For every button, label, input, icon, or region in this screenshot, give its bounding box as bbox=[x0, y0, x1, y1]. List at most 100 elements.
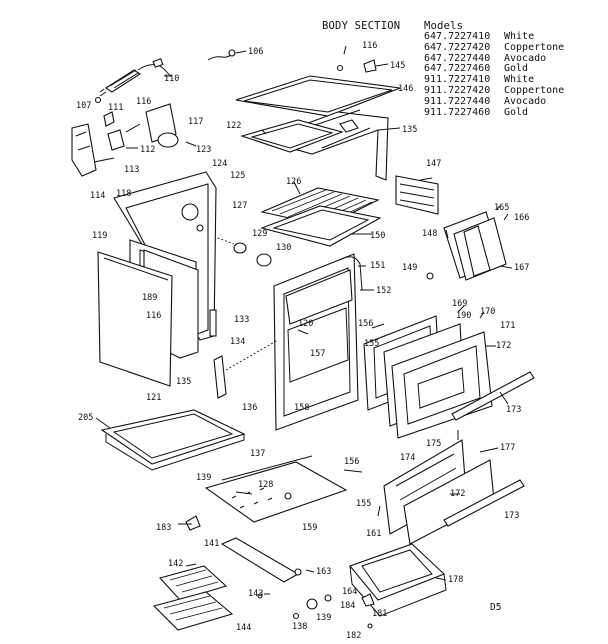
callout-label: 158 bbox=[294, 403, 309, 413]
callout-label: 164 bbox=[342, 587, 357, 597]
callout-label: 123 bbox=[196, 145, 211, 155]
model-color: White bbox=[504, 74, 535, 86]
part-knob bbox=[426, 272, 434, 280]
callout-label: 124 bbox=[212, 159, 227, 169]
section-title: BODY SECTION bbox=[322, 20, 401, 32]
callout-label: 181 bbox=[372, 609, 387, 619]
callout-label: 144 bbox=[236, 623, 251, 633]
part-wire-clip bbox=[207, 49, 236, 61]
model-number: 911.7227420 bbox=[424, 84, 491, 96]
callout-label: 148 bbox=[422, 229, 437, 239]
callout-label: 141 bbox=[204, 539, 219, 549]
callout-label: 175 bbox=[426, 439, 441, 449]
callout-label: 155 bbox=[356, 499, 371, 509]
callout-label: 171 bbox=[500, 321, 515, 331]
callout-label: 170 bbox=[480, 307, 495, 317]
model-number: 647.7227440 bbox=[424, 52, 491, 64]
part-control-panel bbox=[443, 211, 507, 281]
callout-label: 163 bbox=[316, 567, 331, 577]
part-door-hinge bbox=[213, 339, 279, 399]
callout-label: 190 bbox=[456, 311, 471, 321]
callout-label: 167 bbox=[514, 263, 529, 273]
callout-label: 156 bbox=[358, 319, 373, 329]
callout-label: 173 bbox=[504, 511, 519, 521]
callout-labels: 106 116 145 146 110 107 111 116 117 112 … bbox=[76, 41, 529, 641]
callout-label: 178 bbox=[448, 575, 463, 585]
part-roller bbox=[306, 593, 375, 629]
callout-label: 182 bbox=[346, 631, 361, 641]
model-color: Coppertone bbox=[504, 41, 565, 53]
callout-label: 112 bbox=[140, 145, 155, 155]
model-number: 911.7227460 bbox=[424, 106, 491, 118]
part-drawer-body bbox=[349, 543, 447, 617]
callout-label: 116 bbox=[146, 311, 161, 321]
part-power-cord bbox=[99, 58, 171, 97]
callout-label: 166 bbox=[514, 213, 529, 223]
callout-label: 133 bbox=[234, 315, 249, 325]
callout-label: 161 bbox=[366, 529, 381, 539]
part-drawer-handle bbox=[443, 479, 525, 527]
callout-label: 117 bbox=[188, 117, 203, 127]
part-oven-bottom bbox=[204, 455, 348, 523]
callout-label: 157 bbox=[310, 349, 325, 359]
callout-label: 173 bbox=[506, 405, 521, 415]
callout-label: 138 bbox=[292, 622, 307, 632]
callout-label: 129 bbox=[252, 229, 267, 239]
callout-label: 165 bbox=[494, 203, 509, 213]
callout-label: 189 bbox=[142, 293, 157, 303]
part-top-tray bbox=[240, 119, 344, 153]
callout-label: 139 bbox=[316, 613, 331, 623]
model-row: 647.7227440 Avocado bbox=[424, 52, 564, 65]
model-number: 647.7227410 bbox=[424, 31, 491, 42]
part-kick-rail bbox=[220, 537, 300, 583]
callout-label: 146 bbox=[398, 84, 413, 94]
callout-label: 152 bbox=[376, 286, 391, 296]
part-side-bracket bbox=[71, 123, 97, 177]
callout-label: 121 bbox=[146, 393, 161, 403]
part-vent-panel bbox=[395, 175, 439, 215]
part-strip bbox=[209, 309, 217, 337]
model-color: Avocado bbox=[504, 52, 547, 64]
part-screw bbox=[257, 593, 300, 620]
models-heading: Models bbox=[424, 20, 464, 32]
part-clip bbox=[185, 515, 201, 531]
page-code: D5 bbox=[490, 602, 501, 613]
model-color: Coppertone bbox=[504, 84, 565, 96]
model-number: 911.7227410 bbox=[424, 74, 491, 86]
model-color: Avocado bbox=[504, 95, 547, 107]
leader-lines bbox=[93, 45, 513, 595]
callout-label: 127 bbox=[232, 201, 247, 211]
callout-label: 106 bbox=[248, 47, 263, 57]
callout-label: 172 bbox=[496, 341, 511, 351]
callout-label: 110 bbox=[164, 74, 179, 84]
callout-label: 122 bbox=[226, 121, 241, 131]
callout-label: 142 bbox=[168, 559, 183, 569]
callout-label: 136 bbox=[242, 403, 257, 413]
model-color: Gold bbox=[504, 106, 529, 118]
callout-label: 183 bbox=[156, 523, 171, 533]
model-color: Gold bbox=[504, 63, 529, 75]
callout-label: 126 bbox=[286, 177, 301, 187]
callout-label: 128 bbox=[258, 480, 273, 490]
callout-label: 151 bbox=[370, 261, 385, 271]
callout-label: 116 bbox=[136, 97, 151, 107]
part-storage-pan bbox=[100, 409, 246, 471]
callout-label: 135 bbox=[176, 377, 191, 387]
model-row: 911.7227460 Gold bbox=[424, 106, 564, 119]
callout-label: 174 bbox=[400, 453, 415, 463]
part-element-bracket bbox=[125, 103, 179, 148]
callout-label: 169 bbox=[452, 299, 467, 309]
callout-label: 125 bbox=[230, 171, 245, 181]
callout-label: 184 bbox=[340, 601, 355, 611]
part-door-handle bbox=[451, 371, 535, 421]
callout-label: 143 bbox=[248, 589, 263, 599]
callout-label: 130 bbox=[276, 243, 291, 253]
callout-label: 137 bbox=[250, 449, 265, 459]
model-number: 647.7227460 bbox=[424, 63, 491, 75]
callout-label: 120 bbox=[298, 319, 313, 329]
part-outer-wrapper bbox=[97, 251, 173, 387]
callout-label: 150 bbox=[370, 231, 385, 241]
